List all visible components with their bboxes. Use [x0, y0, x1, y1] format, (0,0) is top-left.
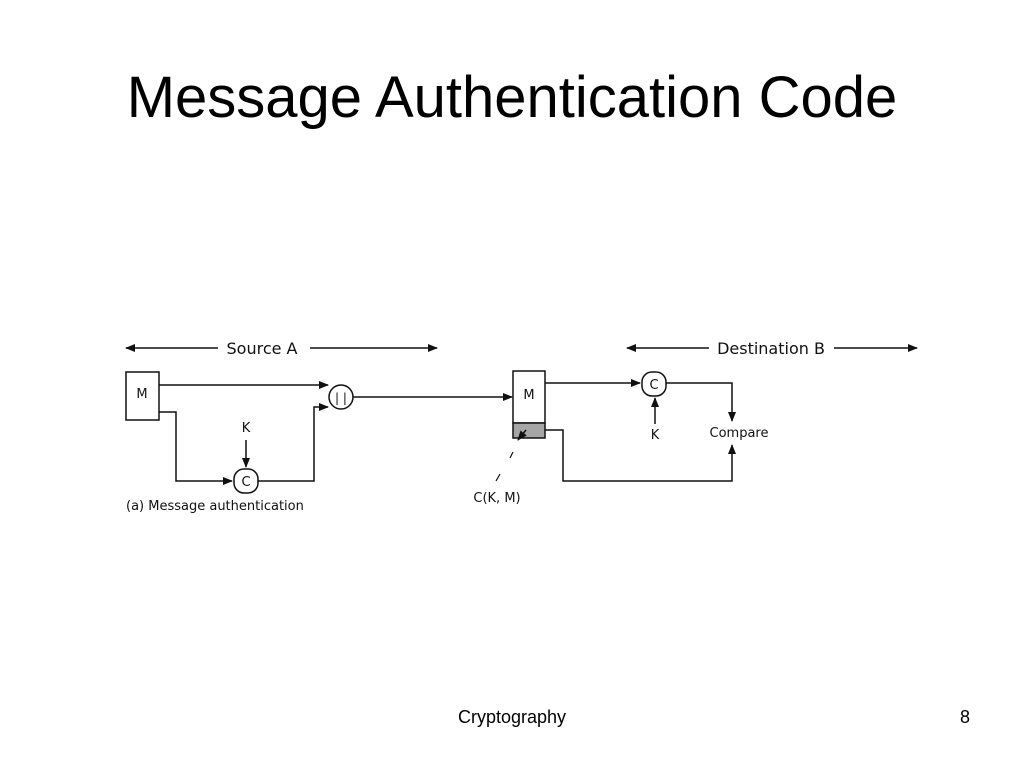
source-message-label: M	[136, 387, 147, 402]
mac-tag-callout-dash-2	[495, 473, 501, 482]
source-key-label: K	[242, 421, 251, 436]
source-mac-function-label: C	[241, 475, 250, 490]
concatenation-label: | |	[335, 391, 347, 405]
mac-tag-callout-arrow	[517, 429, 527, 441]
destination-span: Destination B	[626, 339, 918, 358]
computed-mac-to-compare-arrow	[666, 382, 736, 422]
source-message-box	[125, 371, 160, 421]
slide-title: Message Authentication Code	[126, 65, 898, 130]
destination-mac-function-label: C	[649, 378, 658, 393]
slide-footer: Cryptography	[457, 707, 567, 727]
mac-tag-callout-dash-1	[509, 451, 514, 459]
received-mac-to-compare-arrow	[545, 429, 736, 482]
message-to-mac-function-arrow	[159, 411, 233, 485]
source-label: Source A	[227, 339, 298, 358]
source-span: Source A	[125, 339, 438, 358]
transmitted-packet: M C(K, M)	[473, 370, 546, 506]
mac-tag-box	[512, 422, 546, 439]
diagram-caption: (a) Message authentication	[126, 499, 304, 514]
mac-value-label: C(K, M)	[473, 491, 520, 506]
destination-label: Destination B	[717, 339, 825, 358]
destination-side: C K Compare	[545, 371, 769, 482]
destination-key-label: K	[651, 428, 660, 443]
destination-mac-function-box	[641, 371, 667, 397]
mac-to-concat-arrow	[258, 403, 329, 482]
received-message-label: M	[523, 388, 534, 403]
slide-page-number: 8	[959, 707, 970, 727]
source-side: M K C | | (a) Message authentication	[125, 371, 354, 514]
compare-label: Compare	[710, 426, 769, 441]
